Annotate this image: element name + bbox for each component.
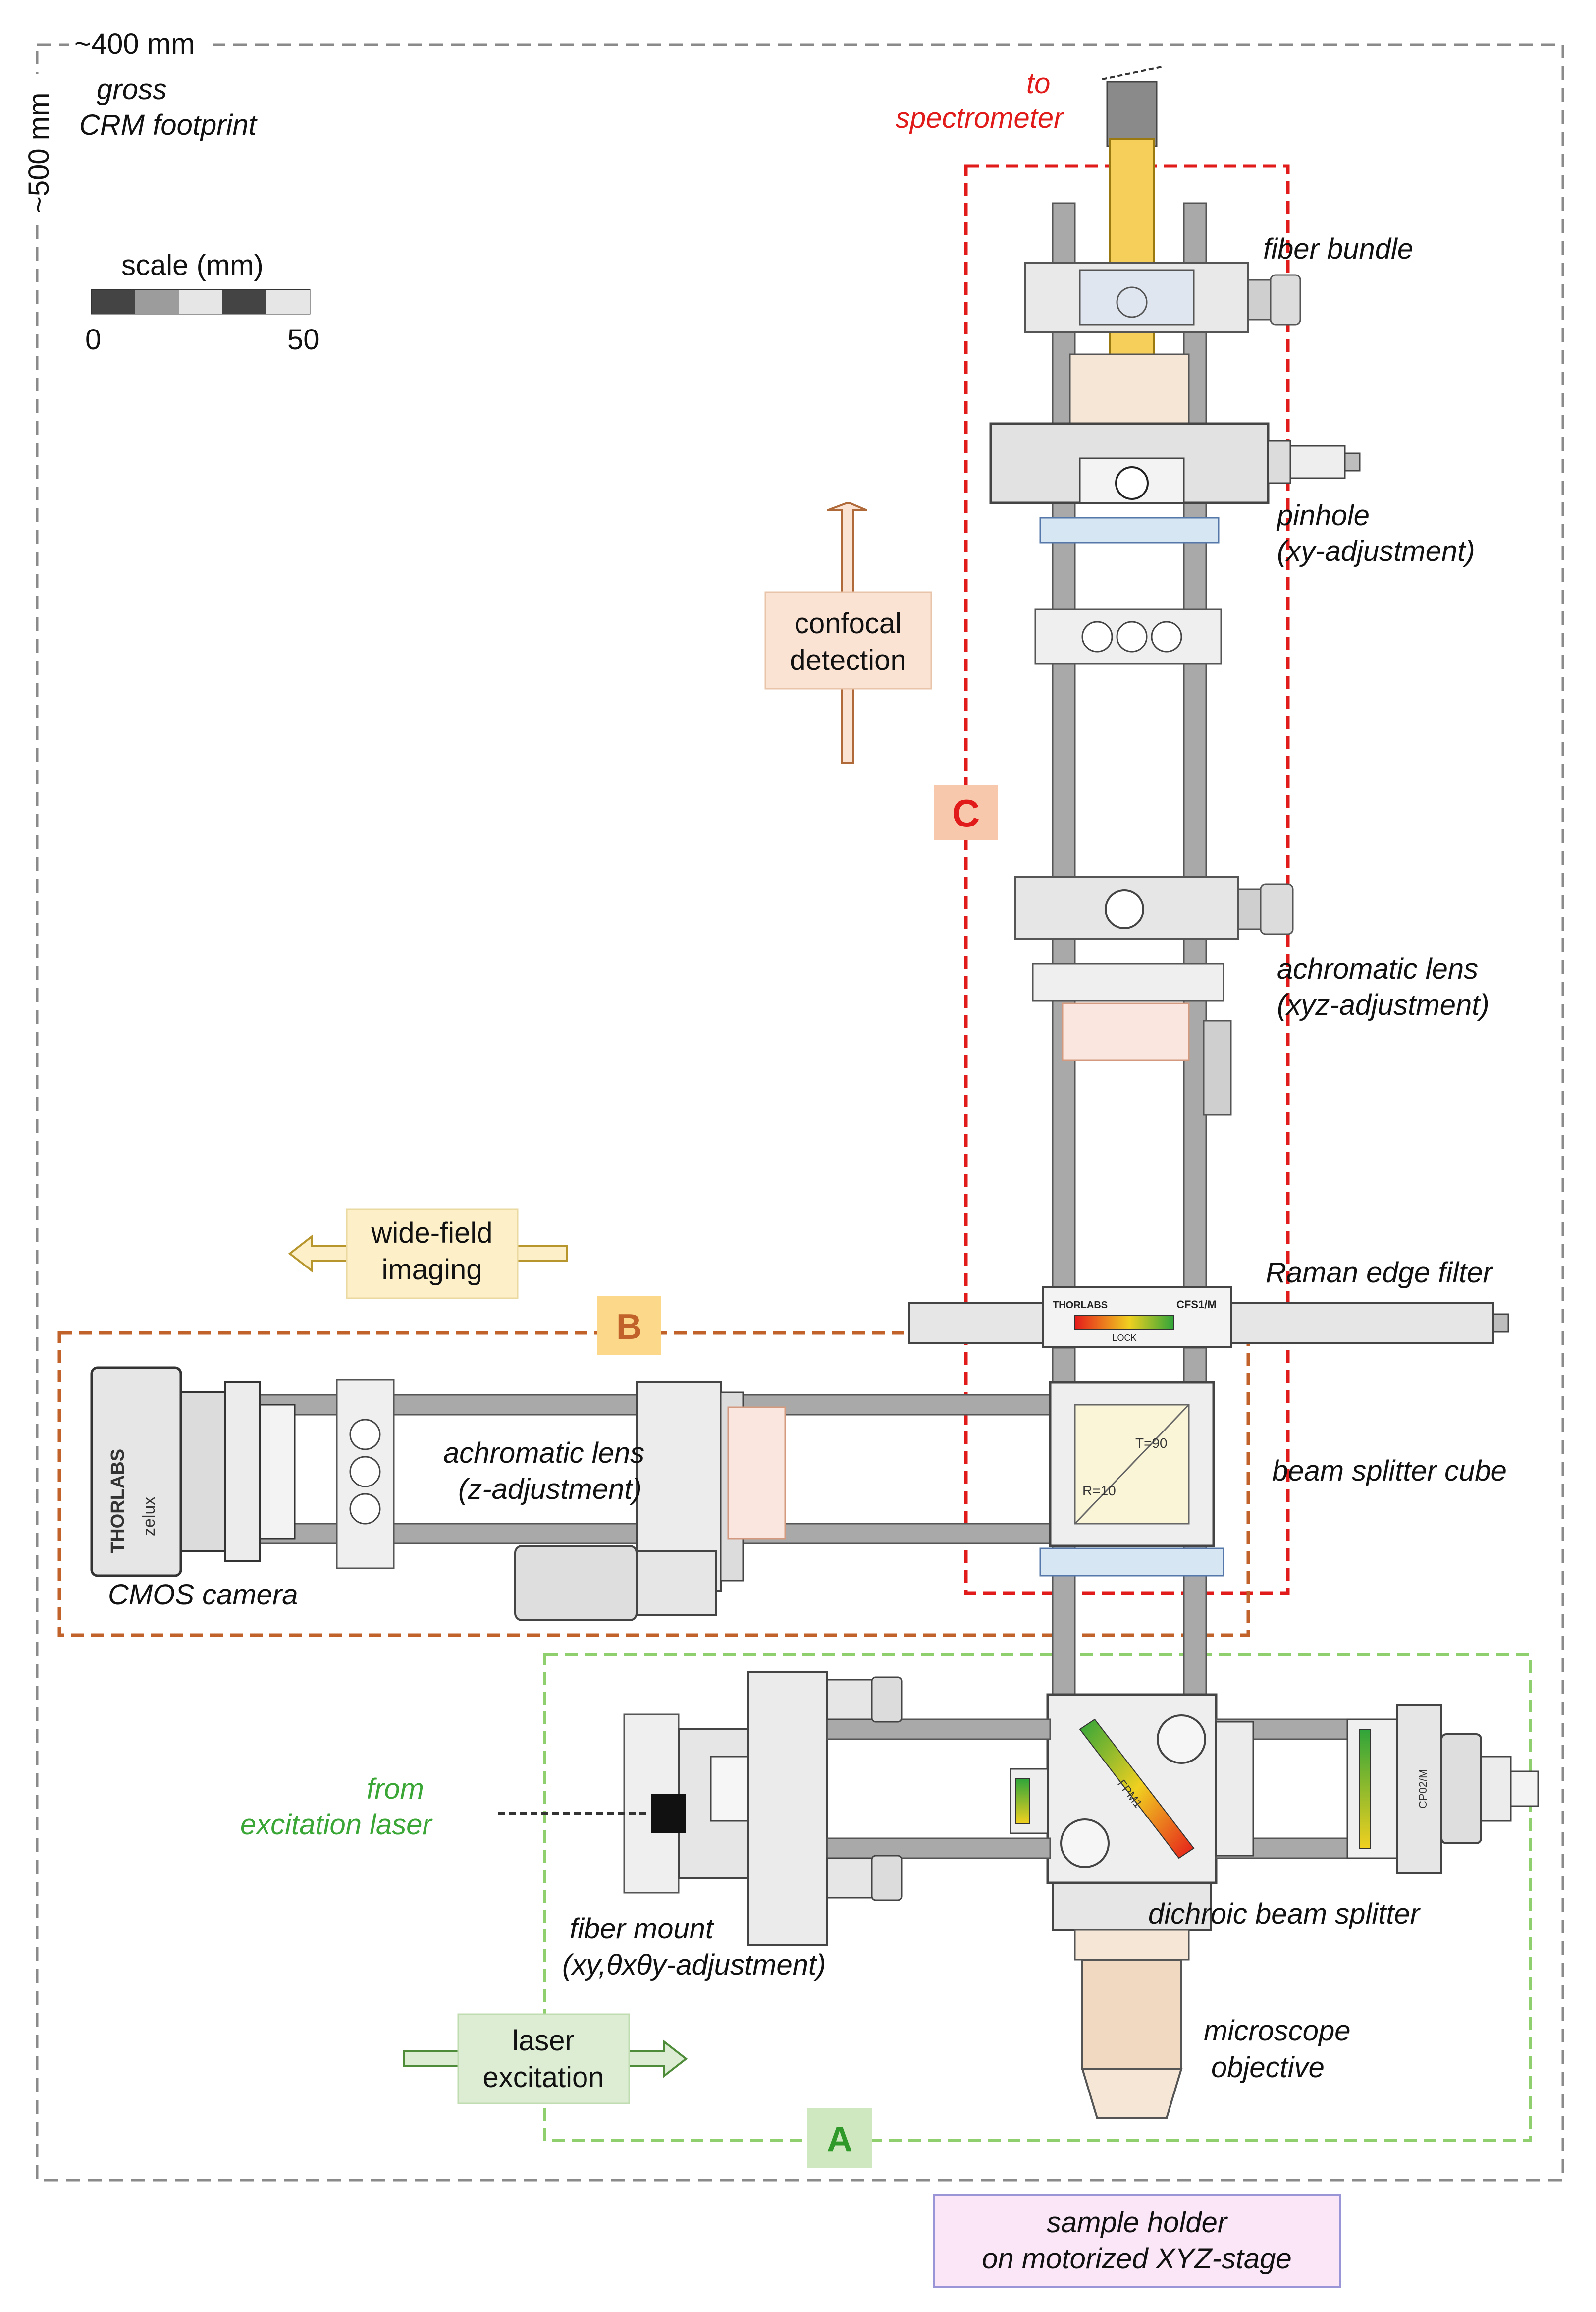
fiber-bundle-label: fiber bundle [1263,233,1413,265]
from-laser-line2: excitation laser [240,1809,433,1841]
objective-label-line1: microscope [1204,2015,1351,2047]
fiber-mount-line2: (xy,θxθy-adjustment) [562,1949,826,1981]
achromatic-lens-b [514,1381,786,1621]
cp02m-marking: CP02/M [1417,1769,1429,1809]
scale-min-label: 0 [85,324,101,356]
widefield-label-line1: wide-field [371,1217,493,1249]
cmos-camera-label: CMOS camera [108,1579,298,1611]
pinhole-stage [989,422,1361,544]
fiber-mount-line1: fiber mount [570,1913,715,1945]
sample-holder-box [933,2194,1341,2288]
sample-label-line1: sample holder [1047,2206,1228,2239]
footprint-width-label: ~400 mm [74,28,195,60]
cube-r10-marking: R=10 [1082,1483,1116,1498]
from-laser-line1: from [367,1773,424,1805]
laser-excitation-arrow [403,2013,688,2104]
widefield-label-line2: imaging [381,1254,482,1286]
microscope-objective [1074,1929,1190,2119]
achromatic-lens-b-line1: achromatic lens [443,1437,644,1469]
laser-label-line2: excitation [482,2061,604,2093]
section-a-tag [807,2108,872,2168]
section-c-tag [934,785,998,840]
section-b-tag [597,1296,661,1355]
laser-label-line1: laser [512,2025,575,2057]
pinhole-label-line1: pinhole [1276,499,1370,532]
achromatic-lens-c-line2: (xyz-adjustment) [1277,989,1490,1021]
lock-marking: LOCK [1112,1333,1136,1343]
beam-splitter-cube: T=90 R=10 [1039,1381,1224,1577]
footprint-frame [36,43,1564,2182]
cmos-camera: THORLABS zelux [90,1366,296,1577]
widefield-imaging-arrow [288,1208,568,1299]
achromatic-lens-c [1014,876,1294,1116]
cage-rods-horizontal [172,1394,1056,1544]
dichroic-cube: FPM1 [1010,1693,1218,1931]
thorlabs-logo-cfs: THORLABS [1053,1300,1108,1311]
achromatic-lens-c-line1: achromatic lens [1277,953,1478,985]
zelux-marking: zelux [140,1497,159,1536]
dichroic-label: dichroic beam splitter [1148,1898,1421,1930]
footprint-caption-line2: CRM footprint [79,109,258,141]
section-c-letter: C [952,791,980,835]
sample-label-line2: on motorized XYZ-stage [982,2243,1291,2275]
excitation-fiber-mount [498,1671,1051,1946]
section-a-letter: A [827,2120,852,2159]
confocal-label-line1: confocal [795,607,902,640]
achromatic-lens-b-line2: (z-adjustment) [458,1473,642,1505]
confocal-label-line2: detection [790,644,906,676]
excitation-cage-right: CP02/M [1215,1704,1539,1874]
cube-t90-marking: T=90 [1135,1435,1168,1451]
cage-plate-b [336,1379,395,1569]
scale-max-label: 50 [287,324,319,356]
raman-edge-filter: THORLABS CFS1/M LOCK [908,1286,1509,1348]
confocal-detection-arrow [764,502,932,764]
cfs1m-marking: CFS1/M [1176,1298,1217,1311]
section-a-frame [543,1653,1532,2142]
to-spectrometer-line2: spectrometer [896,102,1064,134]
scale-title: scale (mm) [121,249,264,281]
to-spectrometer-line1: to [1026,67,1050,100]
section-b-letter: B [616,1307,642,1347]
raman-filter-label: Raman edge filter [1266,1257,1493,1289]
thorlabs-logo-camera: THORLABS [107,1449,128,1553]
fiber-bundle-mount [1024,262,1301,425]
objective-label-line2: objective [1211,2051,1325,2084]
scale-bar: scale (mm) 0 50 [85,249,319,356]
cage-plate-c [1034,608,1222,665]
beam-splitter-cube-label: beam splitter cube [1272,1455,1507,1487]
footprint-caption-line1: gross [97,73,167,106]
footprint-height-label: ~500 mm [23,93,55,213]
pinhole-label-line2: (xy-adjustment) [1277,535,1475,567]
